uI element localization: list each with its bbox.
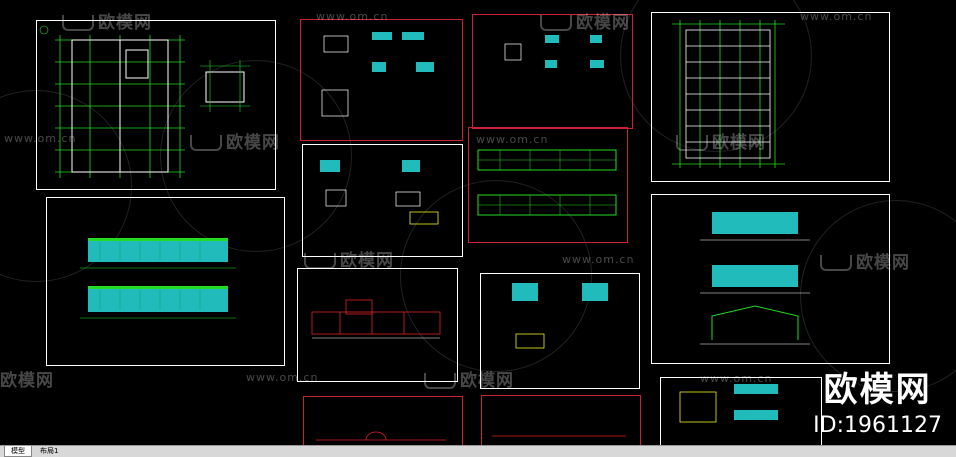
- watermark-brand: 欧模网: [540, 8, 630, 33]
- watermark-url: www.om.cn: [316, 10, 389, 23]
- watermark-brand: 欧模网: [304, 246, 394, 271]
- id-badge-brand: 欧模网: [823, 370, 932, 410]
- watermark-ring: [160, 60, 352, 252]
- watermark-brand: 欧模网: [424, 366, 514, 391]
- sheet-floor-plan[interactable]: [36, 20, 276, 190]
- sheet-elevations-a[interactable]: [46, 197, 285, 366]
- model-space-canvas[interactable]: 欧模网 www.om.cn 欧模网 www.om.cn www.om.cn 欧模…: [0, 0, 956, 445]
- watermark-url: www.om.cn: [562, 253, 635, 266]
- sheet-plan-red[interactable]: [297, 268, 458, 382]
- watermark-url: www.om.cn: [476, 133, 549, 146]
- watermark-ring: [400, 180, 592, 372]
- tab-layout1[interactable]: 布局1: [40, 447, 59, 455]
- sheet-grid-plan[interactable]: [651, 12, 890, 182]
- watermark-brand: 欧模网: [62, 8, 152, 33]
- sheet-elevations-c[interactable]: [651, 194, 890, 364]
- sheet-details-c[interactable]: [302, 144, 463, 257]
- id-badge: 欧模网 ID:1961127: [813, 362, 942, 438]
- cad-linework: [39, 20, 810, 441]
- sheet-elevations-b[interactable]: [468, 127, 628, 243]
- watermark-brand: 欧模网: [676, 128, 766, 153]
- watermark-brand: 欧模网: [0, 371, 54, 391]
- watermark-url: www.om.cn: [246, 371, 319, 384]
- watermark-brand: 欧模网: [190, 128, 280, 153]
- sheet-details-b[interactable]: [472, 14, 633, 129]
- watermark-brand: 欧模网: [820, 248, 910, 273]
- id-badge-number: ID:1961127: [813, 413, 942, 438]
- tab-model[interactable]: 模型: [4, 446, 32, 457]
- sheet-sections[interactable]: [480, 273, 640, 389]
- sheet-mixed[interactable]: [660, 377, 822, 445]
- sheet-partial-b[interactable]: [481, 395, 641, 445]
- watermark-url: www.om.cn: [700, 372, 773, 385]
- watermark-url: www.om.cn: [800, 10, 873, 23]
- sheet-details-a[interactable]: [300, 19, 463, 141]
- sheet-partial-a[interactable]: [303, 396, 463, 445]
- layout-tab-bar: 模型 布局1: [0, 445, 956, 457]
- watermark-url: www.om.cn: [4, 132, 77, 145]
